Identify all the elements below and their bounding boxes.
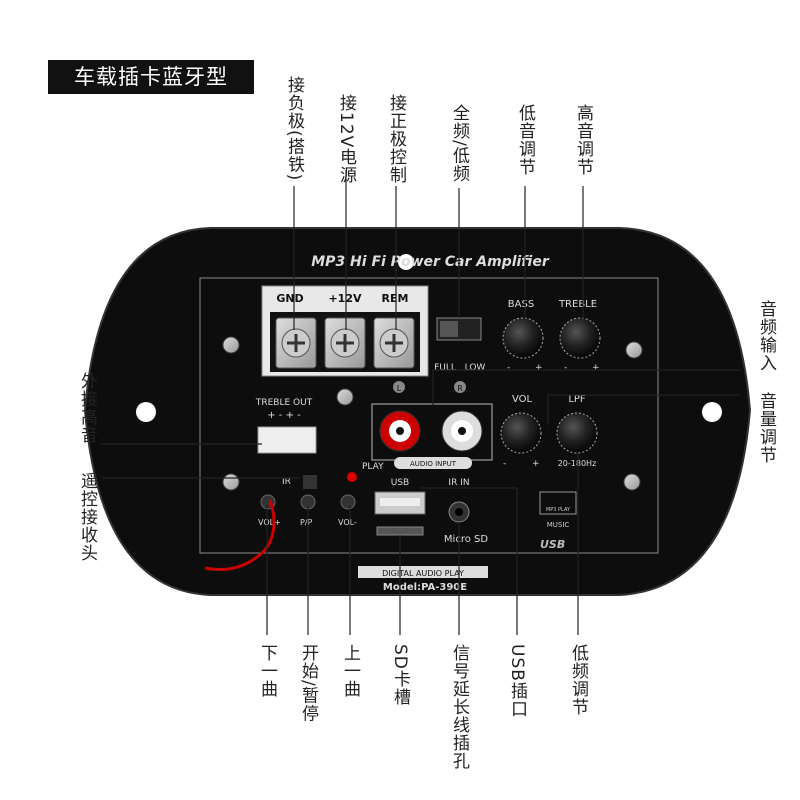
treble-label: TREBLE xyxy=(558,299,597,310)
button-pp-label: P/P xyxy=(300,518,313,527)
button-vol-minus-label: VOL- xyxy=(338,518,357,527)
music-label: MUSIC xyxy=(547,521,570,529)
callout-remote-positive: 接正极控制 xyxy=(386,94,406,184)
treble-out-connector xyxy=(257,426,317,454)
lpf-knob xyxy=(556,412,598,454)
callout-prev-track: 上一曲 xyxy=(340,644,360,698)
vol-minus-label: - xyxy=(503,459,506,469)
mount-hole-left xyxy=(136,402,156,422)
callout-external-tweeter: 外接高音 xyxy=(77,372,97,444)
panel-title: MP3 Hi Fi Power Car Amplifier xyxy=(311,254,550,270)
lpf-range-label: 20-180Hz xyxy=(558,459,597,468)
ir-in-label: IR IN xyxy=(448,478,469,488)
treble-plus-label: + xyxy=(592,363,600,373)
sd-card-slot xyxy=(376,526,424,536)
callout-lpf-adjust: 低频调节 xyxy=(568,644,588,716)
channel-l-label: L xyxy=(397,384,402,393)
ir-wire xyxy=(204,499,276,572)
treble-out-label: TREBLE OUT xyxy=(255,398,313,408)
play-led xyxy=(347,472,357,482)
callout-extension-jack: 信号延长线插孔 xyxy=(449,644,469,770)
usb-logo: USB xyxy=(540,538,565,551)
bass-knob xyxy=(502,317,544,359)
callout-treble-adjust: 高音调节 xyxy=(573,104,593,176)
callout-volume-adjust: 音量调节 xyxy=(756,392,776,464)
callout-usb-port: USB插口 xyxy=(507,644,527,718)
terminal-gnd-label: GND xyxy=(276,292,303,305)
mp3-logo xyxy=(539,491,577,515)
treble-minus-label: - xyxy=(564,363,567,373)
play-label: PLAY xyxy=(362,462,384,472)
callout-play-pause: 开始/暂停 xyxy=(298,644,318,723)
bass-minus-label: - xyxy=(507,363,510,373)
screw-icon xyxy=(625,341,643,359)
callout-audio-input: 音频输入 xyxy=(756,300,776,372)
callout-full-low: 全频/低频 xyxy=(449,104,469,183)
mp3-logo-text: MP3 PLAY xyxy=(546,507,571,513)
audio-input-label: AUDIO INPUT xyxy=(410,460,457,468)
bass-label: BASS xyxy=(508,299,534,310)
bass-plus-label: + xyxy=(535,363,543,373)
digital-audio-play-label: DIGITAL AUDIO PLAY xyxy=(382,569,464,578)
vol-label: VOL xyxy=(512,394,533,405)
switch-full-label: FULL xyxy=(434,363,456,373)
callout-ir-receiver: 遥控接收头 xyxy=(77,472,97,562)
switch-low-label: LOW xyxy=(465,363,486,373)
callout-ground: 接负极(搭铁) xyxy=(284,76,304,182)
model-label: Model:PA-390E xyxy=(383,582,467,593)
ir-label: IR xyxy=(282,477,291,487)
channel-r-label: R xyxy=(457,384,463,393)
screw-icon xyxy=(623,473,641,491)
treble-knob xyxy=(559,317,601,359)
mount-hole-right xyxy=(702,402,722,422)
usb-port-label: USB xyxy=(391,478,409,488)
button-vol-plus-label: VOL+ xyxy=(258,518,281,527)
prev-track-button xyxy=(340,494,356,510)
callout-lines xyxy=(100,170,740,635)
vol-plus-label: + xyxy=(532,459,540,469)
panel-inner-frame xyxy=(199,277,659,554)
volume-knob xyxy=(500,412,542,454)
callout-next-track: 下一曲 xyxy=(257,644,277,698)
panel-plate xyxy=(83,227,752,596)
micro-sd-label: Micro SD xyxy=(444,534,488,545)
ir-receiver xyxy=(303,475,317,489)
treble-out-pins: + - + - xyxy=(267,410,301,421)
screw-icon xyxy=(222,473,240,491)
terminal-12v-label: +12V xyxy=(328,292,362,305)
callout-12v-power: 接12V电源 xyxy=(336,94,356,185)
callout-sd-slot: SD卡槽 xyxy=(390,644,410,706)
mount-hole-top xyxy=(398,254,414,270)
screw-icon xyxy=(222,336,240,354)
screw-icon xyxy=(336,388,354,406)
lpf-label: LPF xyxy=(568,394,586,405)
callout-bass-adjust: 低音调节 xyxy=(515,104,535,176)
terminal-screws xyxy=(275,317,415,369)
terminal-rem-label: REM xyxy=(382,292,409,305)
product-tag: 车载插卡蓝牙型 xyxy=(48,60,254,94)
